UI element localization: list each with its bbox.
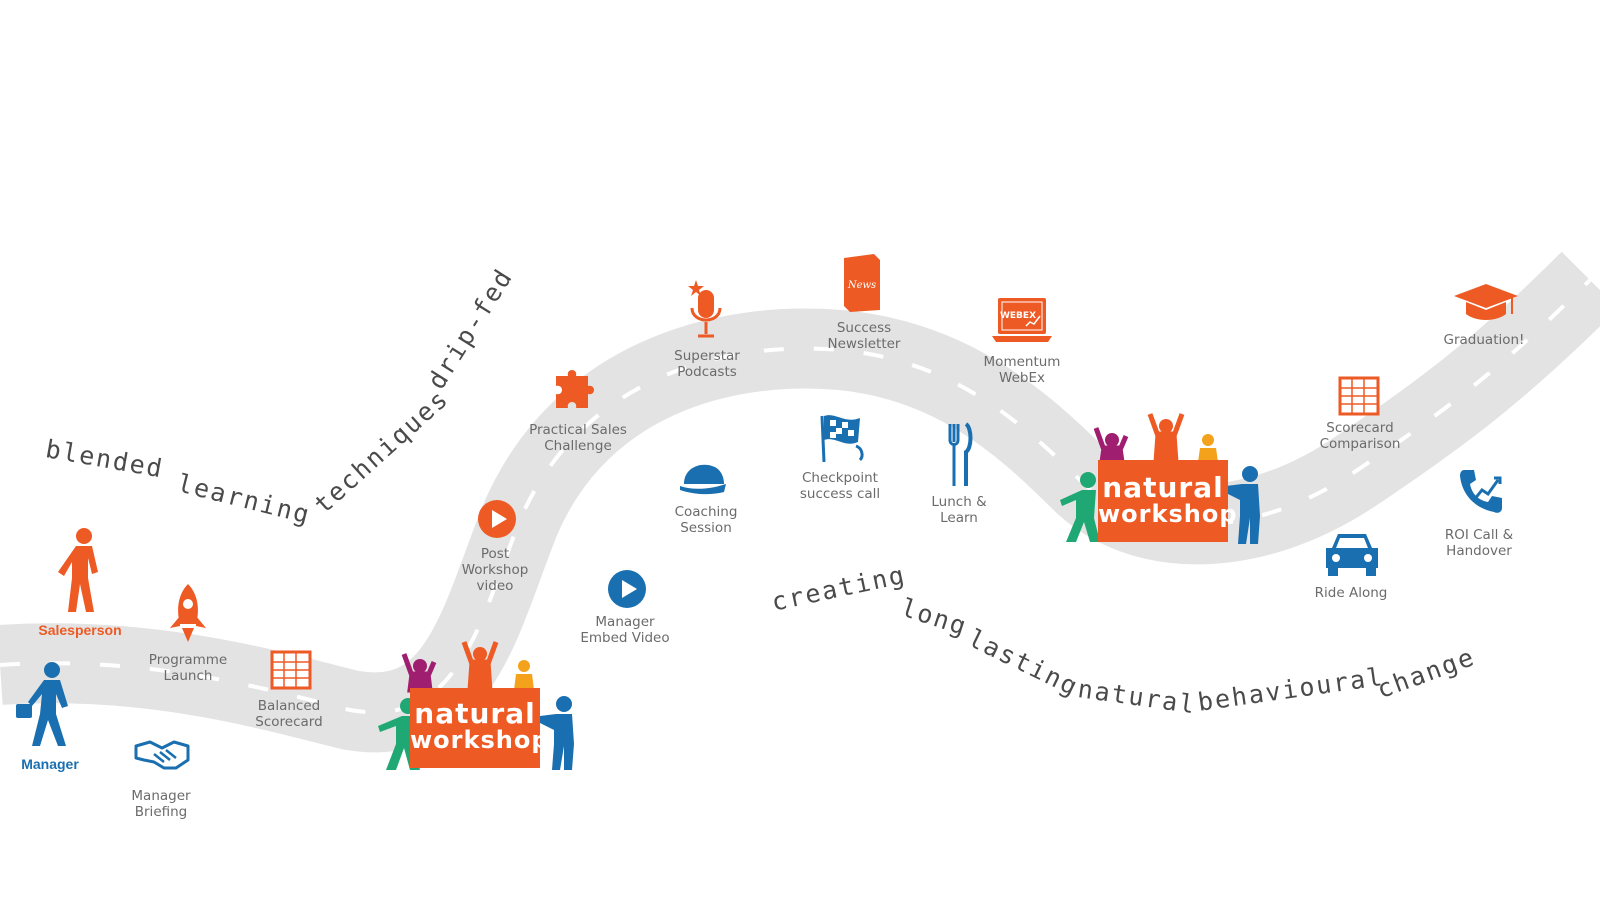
scorecard-comparison-icon xyxy=(1338,376,1380,416)
puzzle-icon xyxy=(556,370,594,408)
checkered-flag-icon xyxy=(820,415,864,463)
manager-embed-video-label: Manager Embed Video xyxy=(580,614,670,646)
handshake-icon xyxy=(134,740,190,770)
roi-call-handover-label: ROI Call & Handover xyxy=(1444,527,1514,559)
phone-growth-icon xyxy=(1460,470,1502,513)
salesperson-label: Salesperson xyxy=(38,622,122,638)
webex-badge: WEBEX xyxy=(1000,311,1036,321)
balanced-scorecard-icon xyxy=(270,650,312,690)
laptop-icon: WEBEX xyxy=(992,298,1052,342)
programme-launch-label: Programme Launch xyxy=(148,652,228,684)
momentum-webex-label: Momentum WebEx xyxy=(983,354,1061,386)
graduation-cap-icon xyxy=(1454,284,1518,320)
workshop-banner-1-line2: workshop xyxy=(410,726,550,754)
cap-icon xyxy=(680,464,726,495)
coaching-session-label: Coaching Session xyxy=(674,504,738,536)
scorecard-comparison-label: Scorecard Comparison xyxy=(1319,420,1401,452)
checkpoint-success-call-label: Checkpoint success call xyxy=(799,470,881,502)
graduation-label: Graduation! xyxy=(1443,332,1525,348)
workshop-banner-2-line2: workshop xyxy=(1098,500,1238,528)
workshop-banner-1-line1: natural xyxy=(414,697,536,730)
superstar-podcasts-label: Superstar Podcasts xyxy=(674,348,740,380)
post-workshop-video-label: Post Workshop video xyxy=(461,546,529,594)
workshop-banner-2: natural workshop xyxy=(1098,460,1238,542)
balanced-scorecard-label: Balanced Scorecard xyxy=(255,698,323,730)
manager-briefing-label: Manager Briefing xyxy=(131,788,191,820)
workshop-banner-2-line1: natural xyxy=(1102,471,1224,504)
manager-embed-video-play-icon xyxy=(608,570,646,608)
road-center-line xyxy=(0,278,1592,715)
workshop-people-icon xyxy=(378,641,574,770)
practical-sales-challenge-label: Practical Sales Challenge xyxy=(529,422,627,454)
cutlery-icon xyxy=(948,422,973,486)
car-icon xyxy=(1326,534,1378,576)
microphone-icon xyxy=(688,280,722,338)
salesperson-figure-icon xyxy=(58,528,98,612)
manager-figure-icon xyxy=(16,662,68,746)
rocket-icon xyxy=(170,584,206,642)
manager-label: Manager xyxy=(21,756,79,772)
newsletter-badge: News xyxy=(847,280,876,291)
lunch-learn-label: Lunch & Learn xyxy=(931,494,987,526)
workshop-people-icon-2 xyxy=(1060,413,1260,544)
newsletter-icon: News xyxy=(844,254,880,312)
post-workshop-video-play-icon xyxy=(478,500,516,538)
ride-along-label: Ride Along xyxy=(1314,585,1388,601)
workshop-banner-1: natural workshop xyxy=(410,688,550,768)
success-newsletter-label: Success Newsletter xyxy=(827,320,901,352)
